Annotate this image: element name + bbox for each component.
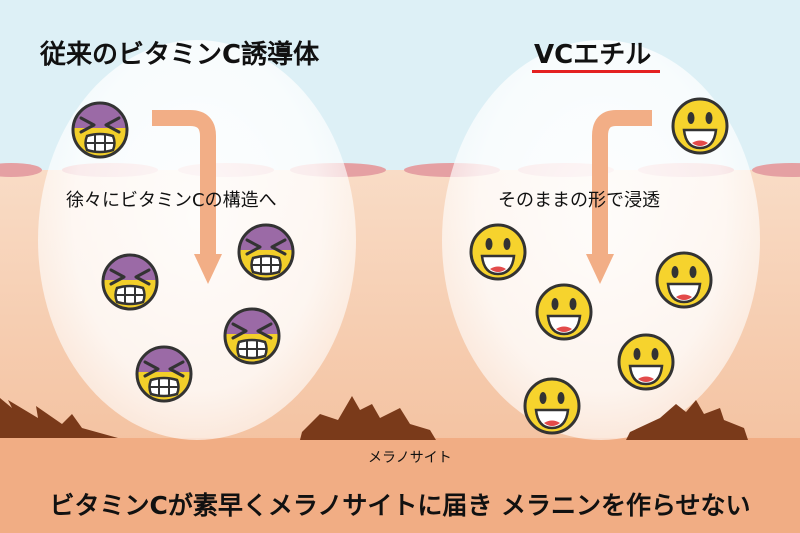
grimacing-purple-face-icon: [224, 308, 280, 363]
grimacing-purple-face-icon: [238, 224, 294, 279]
right-title-underline: [532, 70, 660, 73]
grimacing-purple-face-icon: [72, 102, 128, 157]
smiling-face-icon: [469, 223, 527, 281]
melanocyte-label: メラノサイト: [368, 450, 452, 466]
skin-cell: [752, 163, 800, 177]
smiling-face-icon: [655, 251, 713, 309]
right-title: VCエチル: [534, 40, 652, 70]
skin-cell: [0, 163, 42, 177]
grimacing-purple-face-icon: [136, 346, 192, 401]
right-caption: そのままの形で浸透: [498, 190, 660, 211]
left-arrow-head: [194, 254, 222, 284]
smiling-face-icon: [671, 97, 729, 155]
smiling-face-icon: [523, 377, 581, 435]
left-caption: 徐々にビタミンCの構造へ: [66, 190, 277, 211]
bottom-message: ビタミンCが素早くメラノサイトに届き メラニンを作らせない: [49, 491, 751, 520]
right-arrow: [592, 110, 652, 256]
melanocyte-icon: [300, 396, 436, 440]
left-arrow: [152, 110, 216, 256]
right-arrow-head: [586, 254, 614, 284]
melanocyte-icon: [626, 400, 748, 440]
left-title: 従来のビタミンC誘導体: [40, 40, 320, 70]
basal-layer: [0, 438, 800, 533]
grimacing-purple-face-icon: [102, 254, 158, 309]
melanocyte-icon: [0, 398, 118, 438]
smiling-face-icon: [535, 283, 593, 341]
smiling-face-icon: [617, 333, 675, 391]
